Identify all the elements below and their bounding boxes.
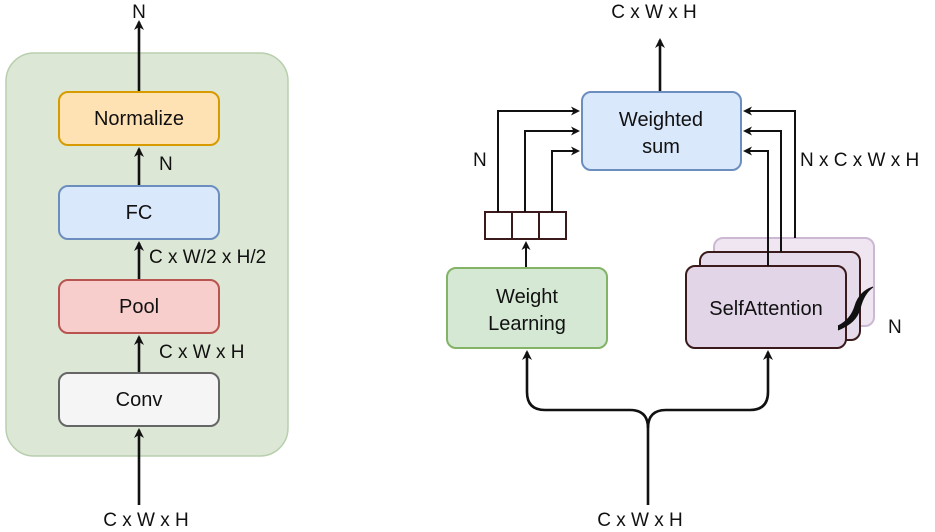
weight-learning-label-line1: Weight bbox=[496, 286, 558, 308]
weight-cell bbox=[538, 211, 567, 240]
fc-to-normalize-label: N bbox=[159, 154, 173, 175]
stack-brace bbox=[837, 286, 874, 331]
conv-to-pool-label: C x W x H bbox=[159, 342, 245, 363]
cnn-input-label: C x W x H bbox=[103, 510, 189, 531]
input-fork bbox=[522, 350, 650, 505]
conv-block bbox=[58, 372, 220, 427]
cnn-output-label: N bbox=[132, 2, 146, 23]
attention-line-1 bbox=[743, 146, 769, 266]
attention-output-label: C x W x H bbox=[611, 2, 697, 23]
weight-learning-label-line2: Learning bbox=[488, 313, 566, 335]
self-attention-block bbox=[685, 265, 847, 349]
conv-label: Conv bbox=[116, 389, 163, 411]
pool-label: Pool bbox=[119, 296, 159, 318]
weight-cell bbox=[511, 211, 540, 240]
self-attention-label: SelfAttention bbox=[709, 298, 822, 320]
input-fork-right bbox=[646, 350, 773, 429]
weight-learning-block bbox=[446, 267, 608, 349]
weighted-sum-block bbox=[581, 91, 742, 171]
weighted-sum-label-line2: sum bbox=[642, 136, 680, 158]
cnn-container bbox=[5, 52, 289, 457]
fc-block bbox=[58, 185, 220, 240]
self-attention-stack: SelfAttention N bbox=[685, 237, 902, 349]
weights-label: N bbox=[473, 150, 487, 171]
stack-count-label: N bbox=[888, 317, 902, 338]
pool-block bbox=[58, 279, 220, 334]
attention-branch: C x W x H Weighted sum N Weight Learning… bbox=[446, 2, 919, 531]
attention-line-2 bbox=[743, 126, 782, 252]
weight-line-2 bbox=[524, 126, 580, 212]
features-label: N x C x W x H bbox=[800, 150, 919, 171]
normalize-block bbox=[58, 91, 220, 146]
cnn-branch: Normalize FC Pool Conv N N C x W/2 x H/2… bbox=[5, 2, 289, 531]
weight-line-3 bbox=[551, 146, 580, 212]
attention-line-3 bbox=[743, 106, 796, 238]
attention-input-label: C x W x H bbox=[597, 510, 683, 531]
normalize-label: Normalize bbox=[94, 108, 184, 130]
weight-vector bbox=[484, 211, 567, 240]
weight-cell bbox=[484, 211, 513, 240]
pool-to-fc-label: C x W/2 x H/2 bbox=[149, 247, 266, 268]
weighted-sum-label-line1: Weighted bbox=[619, 109, 703, 131]
weight-line-1 bbox=[497, 106, 580, 212]
fc-label: FC bbox=[126, 202, 153, 224]
